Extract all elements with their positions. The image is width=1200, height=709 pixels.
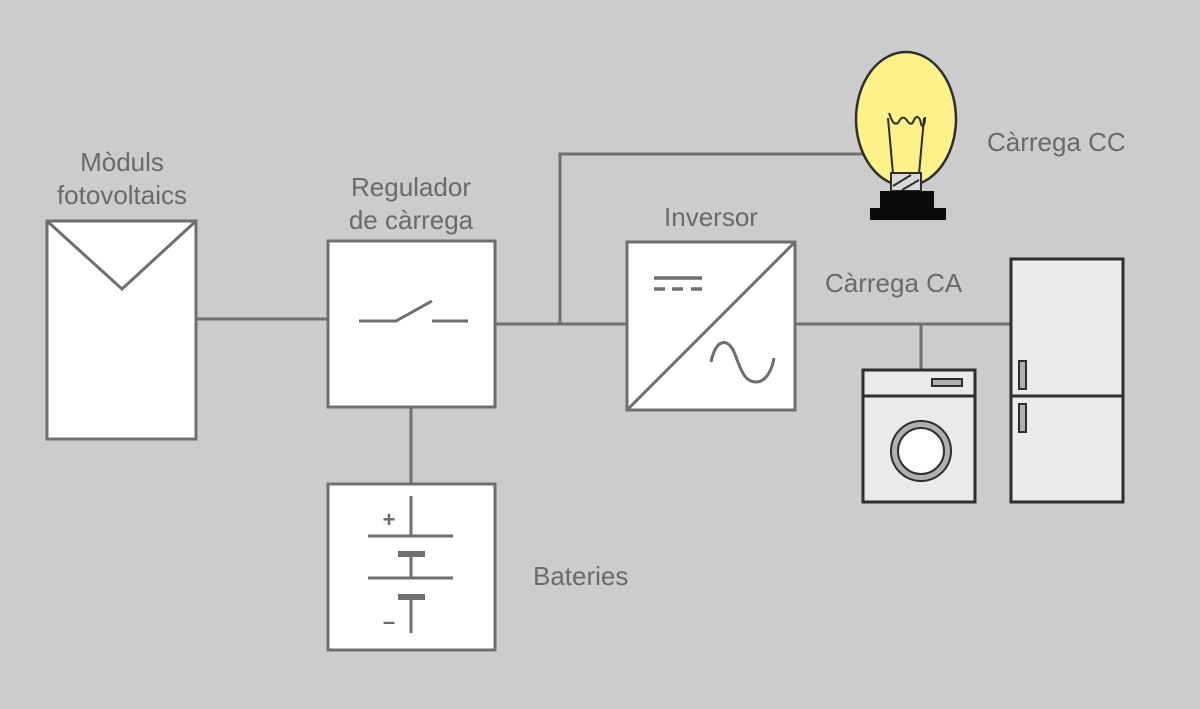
dc-load: Càrrega CC	[854, 50, 1126, 220]
pv-modules: Mòduls fotovoltaics	[45, 147, 198, 441]
battery-minus-sign: –	[383, 609, 395, 634]
solar-panel-icon	[45, 219, 198, 441]
ac-load: Càrrega CA	[825, 257, 1125, 504]
charge-regulator-box	[326, 239, 497, 409]
wires	[196, 152, 1011, 484]
batteries-label: Bateries	[533, 561, 628, 591]
charge-regulator-label-line1: Regulador	[351, 172, 471, 202]
ac-load-label: Càrrega CA	[825, 268, 963, 298]
wire-to-dc-load	[558, 152, 870, 324]
charge-regulator: Regulador de càrrega	[326, 172, 497, 409]
dc-load-label: Càrrega CC	[987, 127, 1126, 157]
switch-icon	[359, 299, 468, 323]
battery-plus-sign: +	[383, 507, 396, 532]
inverter-label: Inversor	[664, 202, 758, 232]
batteries: + – Bateries	[326, 482, 628, 652]
washing-machine-icon	[861, 368, 977, 504]
pv-modules-label-line2: fotovoltaics	[57, 180, 187, 210]
battery-icon	[368, 496, 453, 633]
dc-ac-inverter-icon	[625, 240, 797, 412]
light-bulb-icon	[854, 50, 958, 220]
charge-regulator-label-line2: de càrrega	[349, 205, 474, 235]
pv-modules-label-line1: Mòduls	[80, 147, 164, 177]
inverter: Inversor	[625, 202, 797, 412]
refrigerator-icon	[1009, 257, 1125, 504]
